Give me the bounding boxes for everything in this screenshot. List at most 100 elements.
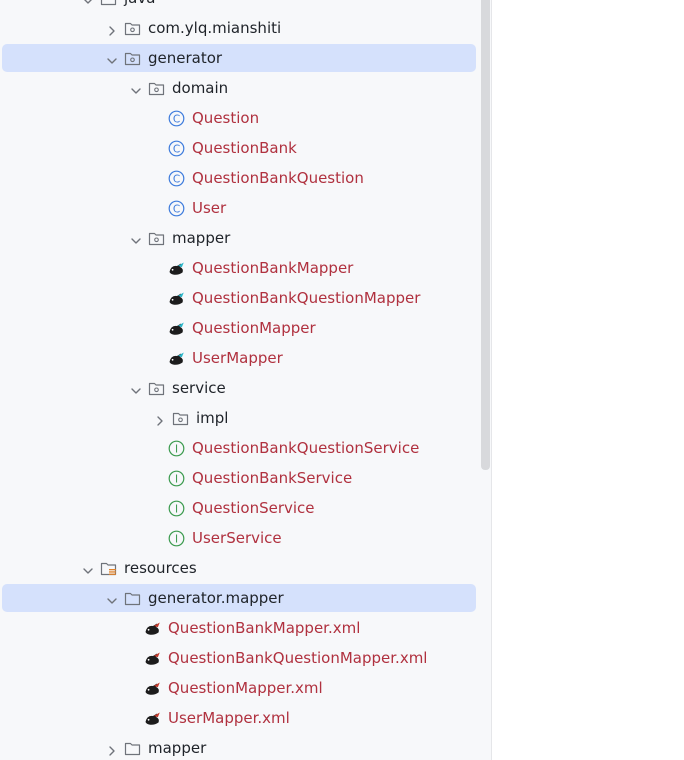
tree-item-label: UserService xyxy=(192,529,282,547)
svg-text:C: C xyxy=(173,173,180,185)
svg-text:C: C xyxy=(173,143,180,155)
tree-row[interactable]: com.ylq.mianshiti xyxy=(2,14,476,42)
package-folder-icon xyxy=(172,410,189,427)
package-folder-icon xyxy=(148,80,165,97)
tree-item-label: generator.mapper xyxy=(148,589,284,607)
tree-row[interactable]: resources xyxy=(2,554,476,582)
tree-item-label: UserMapper.xml xyxy=(168,709,290,727)
package-folder-icon xyxy=(148,230,165,247)
java-interface-icon: I xyxy=(168,440,185,457)
tree-item-label: UserMapper xyxy=(192,349,283,367)
tree-row[interactable]: mapper xyxy=(2,734,476,760)
mybatis-xml-icon xyxy=(144,710,161,727)
tree-item-label: QuestionBankMapper.xml xyxy=(168,619,361,637)
tree-row[interactable]: QuestionBankQuestionMapper xyxy=(2,284,476,312)
svg-text:I: I xyxy=(175,473,178,485)
tree-row[interactable]: java xyxy=(2,0,476,12)
tree-row[interactable]: mapper xyxy=(2,224,476,252)
package-folder-icon xyxy=(124,20,141,37)
chevron-down-icon[interactable] xyxy=(82,562,94,574)
java-class-icon: C xyxy=(168,200,185,217)
svg-text:I: I xyxy=(175,503,178,515)
folder-icon xyxy=(124,740,141,757)
tree-item-label: generator xyxy=(148,49,223,67)
tree-row[interactable]: QuestionBankMapper.xml xyxy=(2,614,476,642)
tree-item-label: Question xyxy=(192,109,260,127)
tree-item-label: QuestionMapper.xml xyxy=(168,679,323,697)
package-folder-icon xyxy=(148,380,165,397)
java-class-icon: C xyxy=(168,110,185,127)
chevron-down-icon[interactable] xyxy=(130,382,142,394)
tree-row[interactable]: I QuestionBankQuestionService xyxy=(2,434,476,462)
chevron-down-icon[interactable] xyxy=(106,52,118,64)
tree-row[interactable]: impl xyxy=(2,404,476,432)
tree-row[interactable]: QuestionBankMapper xyxy=(2,254,476,282)
java-interface-icon: I xyxy=(168,530,185,547)
tree-row[interactable]: generator xyxy=(2,44,476,72)
svg-text:I: I xyxy=(175,443,178,455)
tree-item-label: java xyxy=(124,0,155,8)
chevron-right-icon[interactable] xyxy=(106,22,118,36)
tree-row[interactable]: QuestionBankQuestionMapper.xml xyxy=(2,644,476,672)
package-folder-icon xyxy=(124,50,141,67)
tree-item-label: QuestionBankQuestionService xyxy=(192,439,420,457)
tree-item-label: QuestionBankMapper xyxy=(192,259,354,277)
resources-folder-icon xyxy=(100,560,117,577)
svg-text:C: C xyxy=(173,203,180,215)
svg-text:C: C xyxy=(173,113,180,125)
tree-row[interactable]: QuestionMapper xyxy=(2,314,476,342)
folder-icon xyxy=(100,0,117,7)
tree-item-label: QuestionMapper xyxy=(192,319,316,337)
mybatis-xml-icon xyxy=(144,650,161,667)
tree-item-label: domain xyxy=(172,79,229,97)
tree-item-label: service xyxy=(172,379,226,397)
tree-item-label: QuestionBankQuestion xyxy=(192,169,364,187)
mybatis-mapper-icon xyxy=(168,320,185,337)
mybatis-mapper-icon xyxy=(168,290,185,307)
tree-item-label: mapper xyxy=(172,229,231,247)
tree-item-label: User xyxy=(192,199,227,217)
chevron-down-icon[interactable] xyxy=(130,232,142,244)
tree-row[interactable]: I UserService xyxy=(2,524,476,552)
java-interface-icon: I xyxy=(168,470,185,487)
tree-row[interactable]: domain xyxy=(2,74,476,102)
chevron-down-icon[interactable] xyxy=(82,0,94,4)
tree-item-label: com.ylq.mianshiti xyxy=(148,19,282,37)
tree-row[interactable]: service xyxy=(2,374,476,402)
tree-item-label: QuestionBankService xyxy=(192,469,353,487)
mybatis-mapper-icon xyxy=(168,260,185,277)
mybatis-mapper-icon xyxy=(168,350,185,367)
tree-item-label: mapper xyxy=(148,739,207,757)
java-class-icon: C xyxy=(168,140,185,157)
tree-item-label: QuestionBankQuestionMapper.xml xyxy=(168,649,428,667)
scrollbar-thumb[interactable] xyxy=(481,0,490,470)
tree-row[interactable]: C Question xyxy=(2,104,476,132)
tree-row[interactable]: C QuestionBank xyxy=(2,134,476,162)
java-class-icon: C xyxy=(168,170,185,187)
editor-area xyxy=(492,0,684,760)
folder-icon xyxy=(124,590,141,607)
java-interface-icon: I xyxy=(168,500,185,517)
panel-divider[interactable] xyxy=(491,0,492,760)
mybatis-xml-icon xyxy=(144,620,161,637)
chevron-down-icon[interactable] xyxy=(106,592,118,604)
chevron-right-icon[interactable] xyxy=(106,742,118,756)
tree-row[interactable]: UserMapper.xml xyxy=(2,704,476,732)
tree-row[interactable]: UserMapper xyxy=(2,344,476,372)
tree-item-label: QuestionService xyxy=(192,499,315,517)
tree-item-label: QuestionBankQuestionMapper xyxy=(192,289,421,307)
tree-row[interactable]: C QuestionBankQuestion xyxy=(2,164,476,192)
svg-text:I: I xyxy=(175,533,178,545)
tree-row[interactable]: QuestionMapper.xml xyxy=(2,674,476,702)
tree-item-label: impl xyxy=(196,409,229,427)
tree-row[interactable]: generator.mapper xyxy=(2,584,476,612)
tree-item-label: resources xyxy=(124,559,197,577)
tree-item-label: QuestionBank xyxy=(192,139,297,157)
chevron-down-icon[interactable] xyxy=(130,82,142,94)
tree-row[interactable]: I QuestionBankService xyxy=(2,464,476,492)
tree-row[interactable]: C User xyxy=(2,194,476,222)
mybatis-xml-icon xyxy=(144,680,161,697)
tree-row[interactable]: I QuestionService xyxy=(2,494,476,522)
chevron-right-icon[interactable] xyxy=(154,412,166,426)
